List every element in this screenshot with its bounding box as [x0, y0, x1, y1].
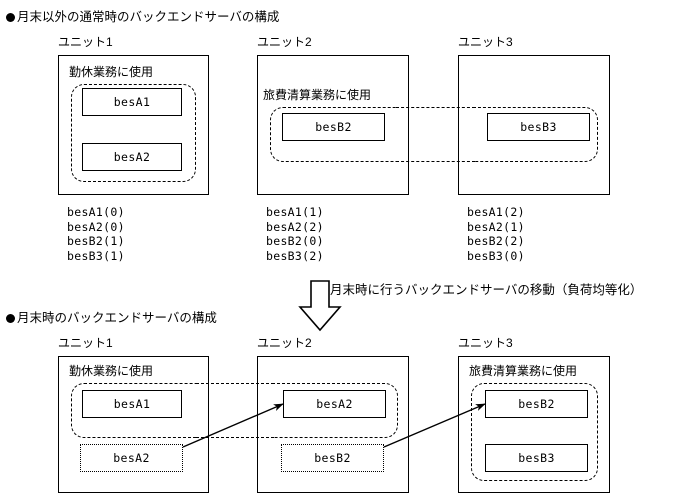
server-label: besB3: [518, 451, 555, 465]
top-unit1-server-besA1: besA1: [82, 88, 182, 116]
top-unit2-state-list: besA1(1) besA2(2) besB2(0) besB3(2): [266, 205, 324, 263]
top-unit1-state-list: besA1(0) besA2(0) besB2(1) besB3(1): [67, 205, 125, 263]
bottom-unit1-usage-label: 勤休業務に使用: [68, 364, 155, 378]
server-label: besB2: [315, 120, 352, 134]
server-label: besA2: [316, 397, 353, 411]
bottom-unit1-server-besA1: besA1: [82, 390, 182, 418]
server-label: besA2: [113, 150, 151, 164]
top-group-region-unit2-part: [270, 107, 398, 162]
bottom-unit1-server-besA2-ghost: besA2: [80, 444, 183, 472]
bottom-unit2-label: ユニット2: [257, 336, 312, 350]
top-unit2-server-besB2: besB2: [282, 113, 385, 141]
top-group-region-connector: [396, 107, 475, 162]
server-label: besA1: [113, 95, 151, 109]
bottom-unit2-server-besA2: besA2: [283, 390, 386, 418]
server-label: besB2: [518, 397, 555, 411]
transition-caption: 月末時に行うバックエンドサーバの移動（負荷均等化）: [330, 283, 643, 297]
bottom-group-region-unit1-part: [71, 383, 198, 438]
bottom-unit3-usage-label: 旅費清算業務に使用: [468, 364, 579, 378]
bottom-unit3-server-besB3: besB3: [485, 444, 588, 472]
top-unit1-box: [58, 55, 209, 195]
top-group-region-unit3-part: [473, 107, 598, 162]
server-label: besB2: [314, 451, 351, 465]
bottom-unit3-label: ユニット3: [458, 336, 513, 350]
server-label: besB3: [520, 120, 557, 134]
top-unit2-usage-label: 旅費清算業務に使用: [262, 88, 373, 102]
bullet-icon: [6, 314, 15, 323]
bullet-icon: [6, 13, 15, 22]
top-unit3-server-besB3: besB3: [487, 113, 590, 141]
top-unit3-state-list: besA1(2) besA2(1) besB2(2) besB3(0): [467, 205, 525, 263]
bottom-unit2-server-besB2-ghost: besB2: [281, 444, 384, 472]
top-unit3-label: ユニット3: [458, 35, 513, 49]
top-unit1-usage-label: 勤休業務に使用: [68, 65, 155, 79]
bottom-unit1-label: ユニット1: [58, 336, 113, 350]
top-unit1-server-besA2: besA2: [82, 143, 182, 171]
top-unit1-group-region: [71, 84, 196, 182]
server-label: besA2: [113, 451, 150, 465]
top-unit1-label: ユニット1: [58, 35, 113, 49]
top-section-title: 月末以外の通常時のバックエンドサーバの構成: [6, 10, 279, 24]
top-unit3-box: [458, 55, 610, 195]
bottom-group-region-connector: [196, 383, 274, 438]
bottom-unit3-server-besB2: besB2: [485, 390, 588, 418]
top-unit2-box: [257, 55, 409, 195]
server-label: besA1: [113, 397, 151, 411]
bottom-section-title: 月末時のバックエンドサーバの構成: [6, 311, 217, 325]
top-unit2-label: ユニット2: [257, 35, 312, 49]
